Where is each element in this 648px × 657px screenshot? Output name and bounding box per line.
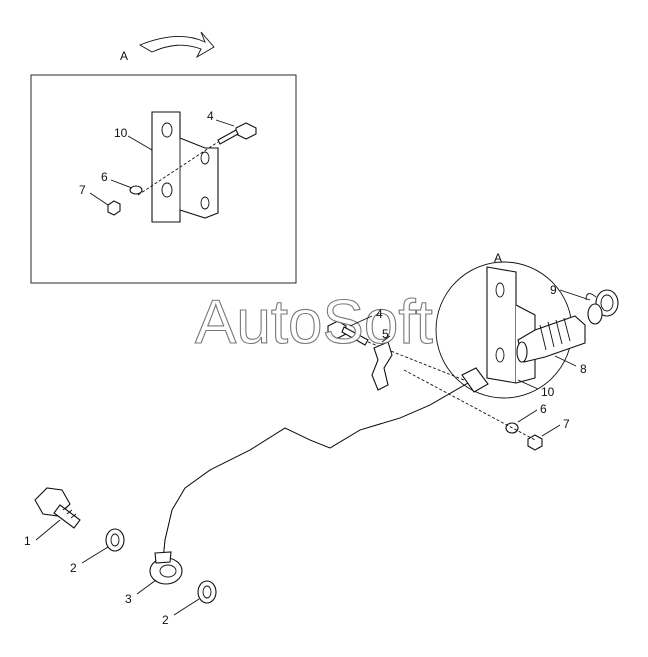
detail-nut [107, 200, 121, 216]
copper-washer-1 [105, 528, 125, 552]
callout-7-detail: 7 [79, 183, 86, 197]
callout-3: 3 [125, 592, 132, 606]
watermark: AutoSoft [195, 288, 433, 357]
copper-washer-2 [197, 580, 217, 604]
main-bolt [327, 320, 465, 381]
detail-bolt [137, 122, 257, 196]
callout-2-top: 2 [70, 561, 77, 575]
callout-9: 9 [550, 283, 557, 297]
callout-10-main: 10 [541, 385, 555, 399]
o-ring [587, 303, 603, 325]
callout-6-main: 6 [540, 402, 547, 416]
pipe-clip [371, 341, 393, 391]
detail-washer [129, 185, 143, 195]
callout-2-bottom: 2 [162, 613, 169, 627]
callout-1: 1 [24, 534, 31, 548]
detail-bracket [151, 111, 219, 223]
callout-4-detail: 4 [207, 109, 214, 123]
callout-7-main: 7 [563, 417, 570, 431]
view-a-label: A [120, 49, 128, 63]
callout-4-main: 4 [376, 307, 383, 321]
detail-view-frame [30, 74, 297, 284]
adapter-fitting [516, 315, 586, 363]
main-nut [527, 434, 543, 451]
oil-pipe [162, 367, 489, 561]
main-bracket [486, 266, 536, 384]
banjo-bolt [34, 487, 81, 529]
detail-view-a-label: A [494, 251, 502, 265]
callout-8: 8 [580, 362, 587, 376]
view-arrow-icon [138, 31, 215, 59]
callout-10-detail: 10 [114, 126, 128, 140]
callout-6-detail: 6 [101, 170, 108, 184]
banjo-fitting [149, 551, 183, 585]
callout-5: 5 [382, 327, 389, 341]
